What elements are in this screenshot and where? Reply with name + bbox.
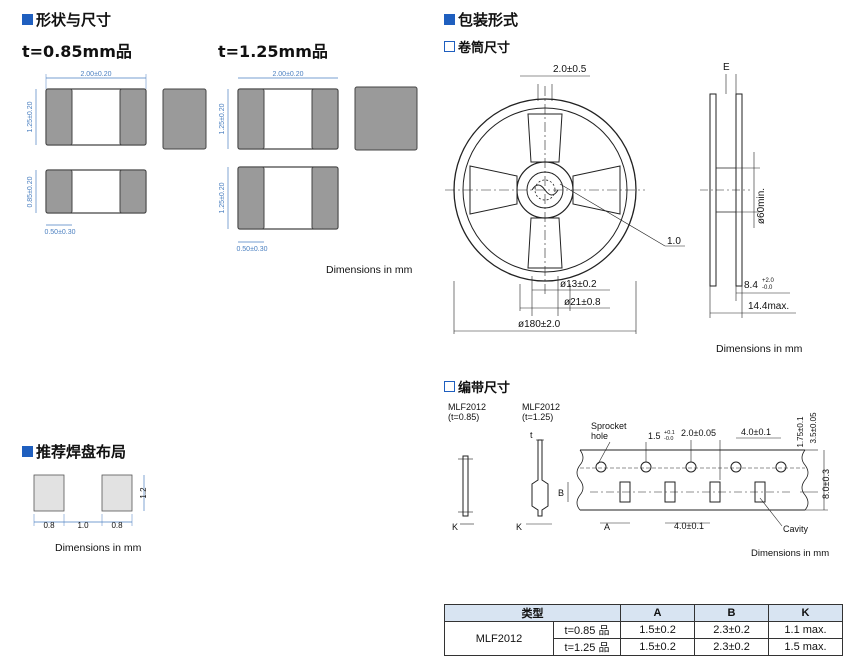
tape-p40a: 4.0±0.1 xyxy=(741,427,771,437)
reel-d1: 1.0 xyxy=(667,236,681,247)
chip-125-side-view: 1.25±0.20 0.50±0.30 xyxy=(219,166,339,253)
td-a: 1.5±0.2 xyxy=(620,638,695,656)
td-k: 1.5 max. xyxy=(768,638,843,656)
tape-p15-minus: -0.0 xyxy=(664,436,673,442)
dim-085: 0.85±0.20 xyxy=(27,176,34,207)
dim-125-b: 1.25±0.20 xyxy=(219,103,226,134)
reel-subtitle: 卷筒尺寸 xyxy=(444,37,510,56)
reel-w84: 8.4 xyxy=(744,280,758,291)
tape-d35: 3.5±0.05 xyxy=(809,412,818,444)
tape-mlf2: MLF2012 xyxy=(522,402,560,412)
table-row: t=1.25 品 1.5±0.2 2.3±0.2 1.5 max. xyxy=(445,638,843,656)
tape-p15-plus: +0.1 xyxy=(664,430,675,436)
td-k: 1.1 max. xyxy=(768,621,843,639)
td-t: t=1.25 品 xyxy=(553,638,621,656)
td-t: t=0.85 品 xyxy=(553,621,621,639)
tape-mlf1-t: (t=0.85) xyxy=(448,412,479,422)
reel-top-dim: 2.0±0.5 xyxy=(553,64,587,75)
tape-p40b: 4.0±0.1 xyxy=(674,521,704,531)
spec-table: 类型 A B K MLF2012 t=0.85 品 1.5±0.2 2.3±0.… xyxy=(444,604,843,656)
dim-050-a: 0.50±0.30 xyxy=(44,229,75,236)
land-d10: 1.0 xyxy=(77,521,89,530)
td-a: 1.5±0.2 xyxy=(620,621,695,639)
t125-label: t=1.25mm品 xyxy=(218,42,328,61)
square-outline-icon xyxy=(444,381,455,392)
chip-shape-drawing: 2.00±0.20 1.25±0.20 0.85±0.20 0.50±0.30 … xyxy=(27,71,418,253)
reel-d180: ø180±2.0 xyxy=(518,319,561,330)
tape-dim-note: Dimensions in mm xyxy=(751,548,830,559)
chip-085-top-view: 2.00±0.20 1.25±0.20 xyxy=(27,71,147,146)
td-b: 2.3±0.2 xyxy=(694,638,769,656)
square-bullet-icon xyxy=(22,14,33,25)
chip-125-end-view xyxy=(354,86,418,151)
shape-title-text: 形状与尺寸 xyxy=(36,11,112,29)
tape-k2: K xyxy=(516,522,522,532)
reel-e-label: E xyxy=(723,62,730,73)
tape-sprocket1: Sprocket xyxy=(591,421,627,431)
t085-label: t=0.85mm品 xyxy=(22,42,132,61)
square-bullet-icon xyxy=(444,14,455,25)
tape-title-text: 编带尺寸 xyxy=(458,381,511,396)
tape-p20: 2.0±0.05 xyxy=(681,428,716,438)
tape-t-label: t xyxy=(530,430,533,440)
reel-d60: ø60min. xyxy=(756,188,767,224)
chip-085-end-view xyxy=(162,88,207,150)
packing-section-title: 包装形式 xyxy=(444,9,518,30)
th-k: K xyxy=(768,604,843,622)
reel-dim-note: Dimensions in mm xyxy=(716,343,803,355)
reel-title-text: 卷筒尺寸 xyxy=(458,41,511,56)
tape-d80: 8.0±0.3 xyxy=(821,469,831,499)
dim-200-b: 2.00±0.20 xyxy=(272,71,303,78)
tape-p15: 1.5 xyxy=(648,431,661,441)
reel-w144: 14.4max. xyxy=(748,301,789,312)
land-title-text: 推荐焊盘布局 xyxy=(36,443,127,461)
chip-085-side-view: 0.85±0.20 0.50±0.30 xyxy=(27,169,147,236)
reel-w84-plus: +2.0 xyxy=(762,278,775,284)
land-section-title: 推荐焊盘布局 xyxy=(22,441,126,462)
dim-200-a: 2.00±0.20 xyxy=(80,71,111,78)
chip-125-top-view: 2.00±0.20 1.25±0.20 xyxy=(219,71,339,150)
th-b: B xyxy=(694,604,769,622)
land-dim-note: Dimensions in mm xyxy=(55,542,142,554)
tape-subtitle: 编带尺寸 xyxy=(444,377,510,396)
shape-section-title: 形状与尺寸 xyxy=(22,9,111,30)
tape-b-label: B xyxy=(558,488,564,498)
tape-d175: 1.75±0.1 xyxy=(796,416,805,448)
tape-drawing: MLF2012 (t=0.85) MLF2012 (t=1.25) K t K … xyxy=(448,402,831,534)
square-outline-icon xyxy=(444,41,455,52)
tape-mlf2-t: (t=1.25) xyxy=(522,412,553,422)
dim-050-b: 0.50±0.30 xyxy=(236,246,267,253)
tape-sprocket2: hole xyxy=(591,431,608,441)
shape-dim-note: Dimensions in mm xyxy=(326,264,413,276)
th-a: A xyxy=(620,604,695,622)
td-b: 2.3±0.2 xyxy=(694,621,769,639)
tape-k1: K xyxy=(452,522,458,532)
land-pattern-drawing: 0.8 1.0 0.8 1.2 xyxy=(33,474,148,530)
dim-125-c: 1.25±0.20 xyxy=(219,182,226,213)
land-d08b: 0.8 xyxy=(111,521,123,530)
reel-drawing: 2.0±0.5 1.0 ø13±0.2 ø21±0.8 ø180±2.0 ø60… xyxy=(445,62,796,334)
reel-d21: ø21±0.8 xyxy=(564,297,601,308)
table-header-row: 类型 A B K xyxy=(444,604,843,622)
reel-w84-minus: -0.0 xyxy=(762,285,773,291)
tape-a-label: A xyxy=(604,522,610,532)
td-model: MLF2012 xyxy=(444,621,554,656)
land-d12: 1.2 xyxy=(139,487,148,499)
th-type: 类型 xyxy=(444,604,621,622)
tape-mlf1: MLF2012 xyxy=(448,402,486,412)
tape-cavity: Cavity xyxy=(783,524,809,534)
table-row: MLF2012 t=0.85 品 1.5±0.2 2.3±0.2 1.1 max… xyxy=(444,621,843,656)
packing-title-text: 包装形式 xyxy=(458,11,519,29)
land-d08a: 0.8 xyxy=(43,521,55,530)
reel-d13: ø13±0.2 xyxy=(560,279,597,290)
dim-125-a: 1.25±0.20 xyxy=(27,101,34,132)
square-bullet-icon xyxy=(22,446,33,457)
